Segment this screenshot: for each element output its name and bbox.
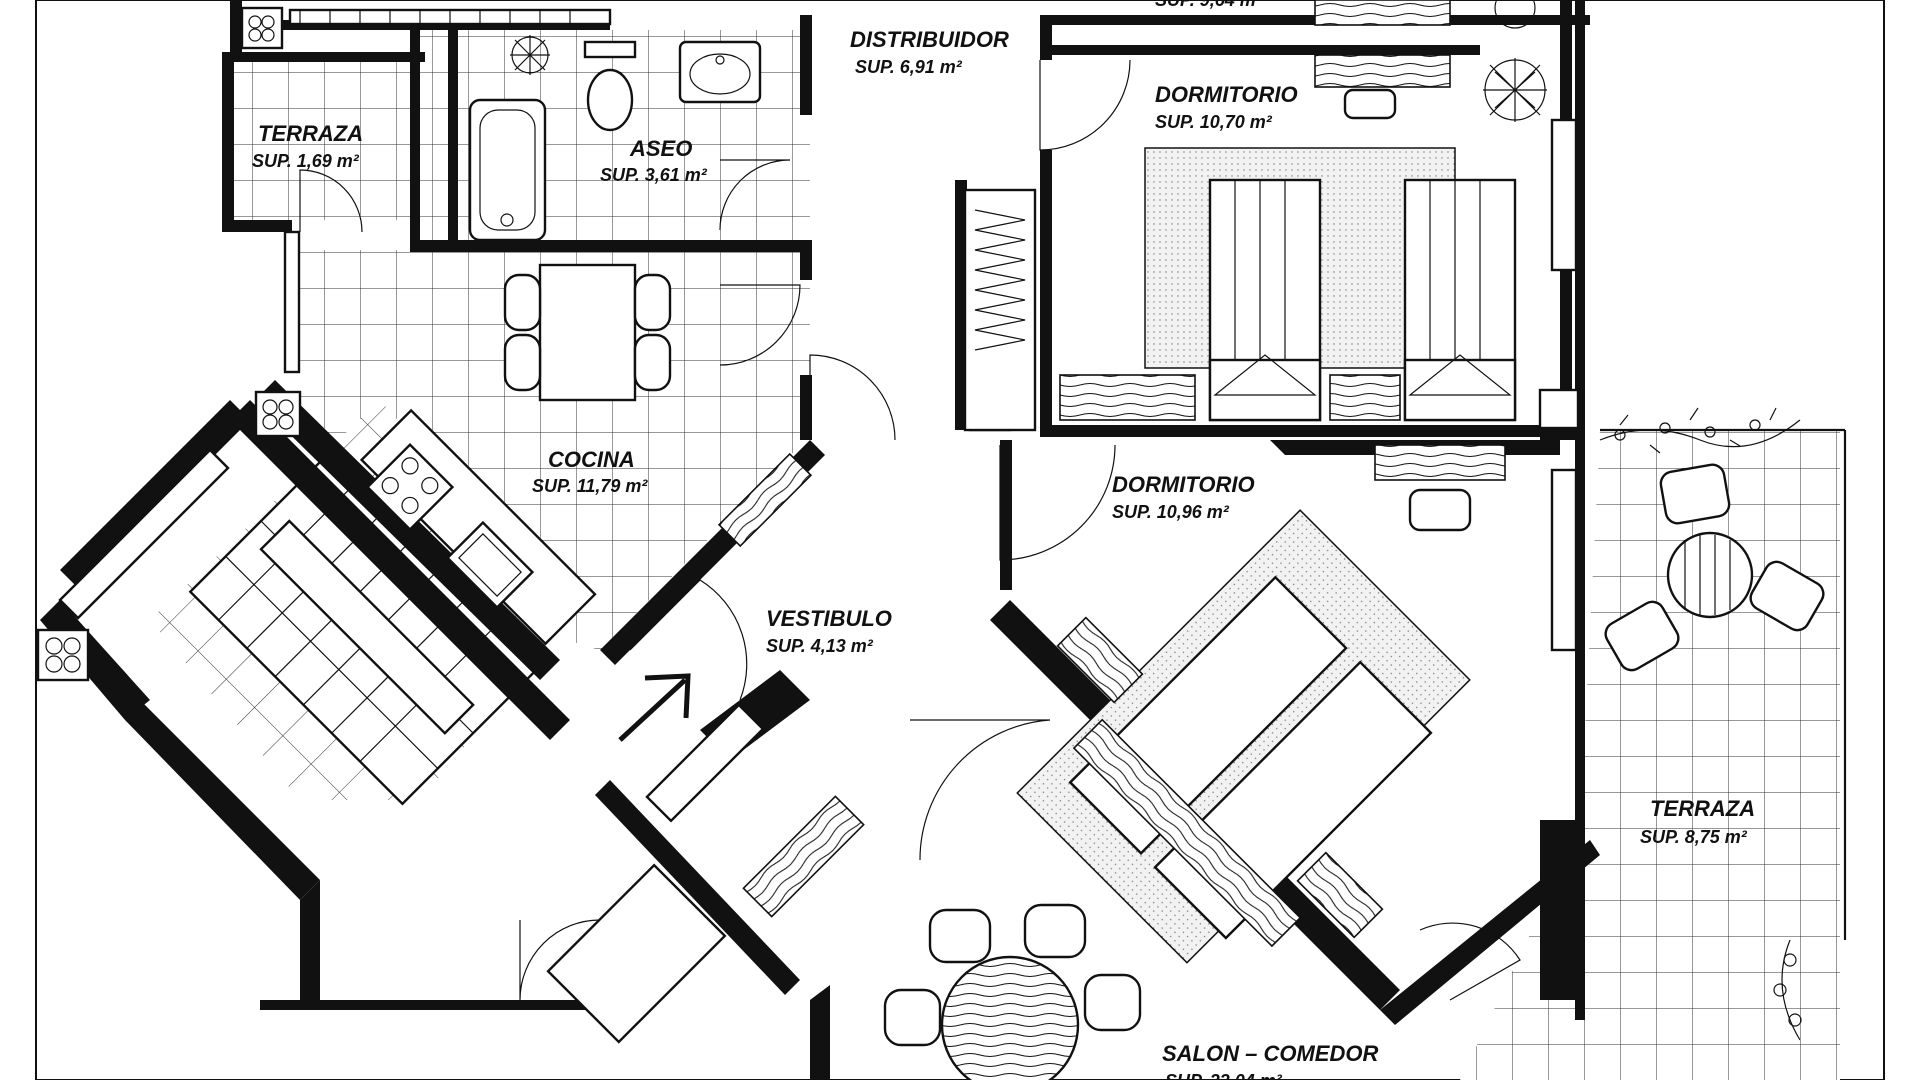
- plant-icon: [1773, 939, 1802, 1041]
- nightstand-3: [1296, 851, 1384, 939]
- page-frame: [35, 0, 1885, 1080]
- closet-2: [645, 703, 765, 823]
- table-icon: [538, 263, 637, 402]
- room-area-salon-comedor: SUP. 23,04 m²: [1165, 1071, 1283, 1080]
- entrance-arrow-icon: [618, 673, 691, 742]
- chair-icon: [503, 273, 672, 392]
- room-name-terraza-large: TERRAZA: [1650, 796, 1755, 821]
- room-labels: SUP. 9,64 m² DISTRIBUIDOR SUP. 6,91 m² D…: [252, 0, 1755, 1080]
- room-area-vestibulo: SUP. 4,13 m²: [766, 636, 874, 656]
- room-area-terraza-large: SUP. 8,75 m²: [1640, 827, 1748, 847]
- room-name-aseo: ASEO: [629, 136, 692, 161]
- windows: [58, 8, 1578, 652]
- room-name-dormitorio-2: DORMITORIO: [1112, 472, 1255, 497]
- plant-icon: [510, 35, 550, 75]
- doors: [299, 59, 1521, 1001]
- nightstand-2: [1056, 616, 1144, 704]
- room-name-dormitorio-1: DORMITORIO: [1155, 82, 1298, 107]
- plant-icon: [1483, 0, 1547, 122]
- sink-icon: [678, 40, 762, 104]
- table-icon: [1666, 531, 1754, 619]
- room-area-distribuidor: SUP. 6,91 m²: [855, 57, 963, 77]
- room-name-salon-comedor: SALON – COMEDOR: [1162, 1041, 1378, 1066]
- room-area-dormitorio-top: SUP. 9,64 m²: [1155, 0, 1263, 10]
- closet: [742, 795, 865, 918]
- room-area-aseo: SUP. 3,61 m²: [600, 165, 708, 185]
- nightstands: [1059, 0, 1506, 532]
- plant-icon: [1599, 407, 1801, 454]
- room-area-dormitorio-2: SUP. 10,96 m²: [1112, 502, 1230, 522]
- wardrobe: [963, 188, 1037, 432]
- chair-icon: [883, 903, 1142, 1047]
- room-name-cocina: COCINA: [548, 447, 635, 472]
- room-name-terraza-small: TERRAZA: [258, 121, 363, 146]
- stove-icon: [365, 442, 455, 532]
- kitchen-shelf: [717, 452, 813, 548]
- bathtub-icon: [468, 98, 547, 242]
- bed-icon: [1144, 147, 1517, 422]
- toilet-icon: [583, 40, 637, 132]
- closet-3: [546, 863, 727, 1044]
- wardrobe-2: [1072, 718, 1302, 948]
- room-area-dormitorio-1: SUP. 10,70 m²: [1155, 112, 1273, 132]
- room-name-vestibulo: VESTIBULO: [766, 606, 892, 631]
- table-icon: [940, 955, 1080, 1080]
- kitchen-sink: [445, 520, 535, 610]
- chair-icon: [1604, 463, 1825, 672]
- room-area-terraza-small: SUP. 1,69 m²: [252, 151, 360, 171]
- room-area-cocina: SUP. 11,79 m²: [532, 476, 648, 496]
- room-name-distribuidor: DISTRIBUIDOR: [850, 27, 1009, 52]
